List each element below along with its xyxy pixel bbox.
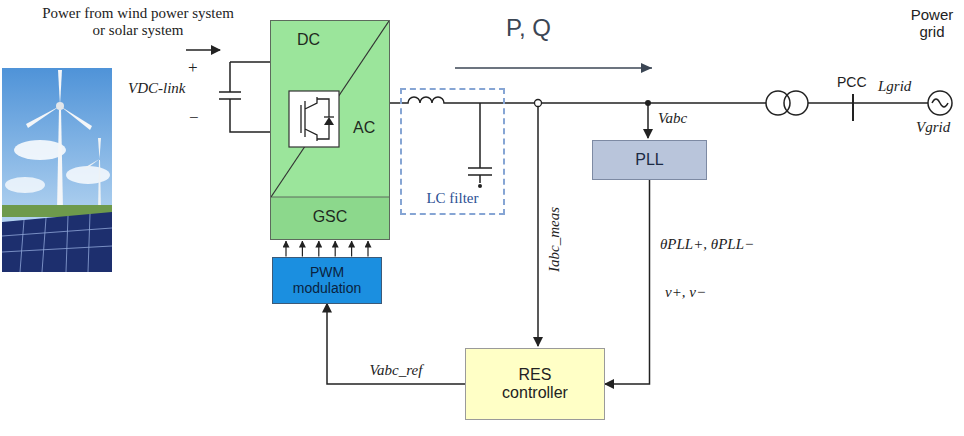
connector-line: [327, 304, 465, 385]
power-arrow: [186, 49, 220, 51]
renewable-photo: [2, 68, 112, 272]
signal-label: v+, v−: [665, 284, 706, 301]
connector-line: [351, 241, 352, 257]
polarity-sign: −: [189, 108, 199, 128]
polarity-sign: +: [188, 58, 198, 78]
measure-node: [535, 100, 542, 107]
transformer-symbol: [766, 91, 808, 115]
signal-label: Iabc_meas: [546, 207, 563, 272]
signal-label: Lgrid: [878, 78, 911, 95]
modulator-box: PWM modulation: [272, 257, 382, 304]
block-label: RES controller: [485, 366, 585, 403]
gsc-label: GSC: [313, 208, 348, 226]
connector-line: [318, 241, 319, 257]
pcc-tick: [852, 94, 854, 121]
block-label: PLL: [635, 151, 663, 169]
dc-link-capacitor: [219, 62, 270, 132]
block-label: PWM modulation: [281, 264, 373, 296]
signal-label: Vabc: [658, 110, 687, 127]
dc-label: DC: [297, 31, 320, 49]
ground-dot: [478, 184, 482, 188]
ac-bus-wire: [400, 97, 928, 183]
connector-line: [367, 241, 368, 257]
control-signal-arrows: [286, 241, 368, 257]
power-flow-label: P, Q: [506, 14, 551, 42]
grid-caption: Power grid: [902, 6, 962, 41]
connector-line: [285, 241, 286, 257]
ac-label: AC: [353, 119, 375, 137]
connector: [327, 304, 465, 385]
controller-box: RES controller: [465, 348, 605, 420]
connector-line: [605, 180, 650, 384]
connector: [390, 103, 400, 104]
signal-label: Vabc_ref: [368, 362, 425, 379]
node-name: PCC: [837, 74, 867, 90]
voltage-measure-line: [647, 103, 649, 138]
filter-box: LC filter: [400, 88, 505, 215]
signal-label: Vgrid: [916, 119, 950, 136]
connector: [605, 180, 650, 384]
converter-box: DC AC GSC: [270, 20, 390, 240]
signal-label: θPLL+, θPLL−: [660, 236, 754, 253]
pll-box: PLL: [592, 140, 707, 180]
filter-label: LC filter: [426, 190, 478, 207]
connector-line: [302, 241, 303, 257]
power-flow-arrow: [455, 67, 652, 69]
current-measure-line: [537, 107, 539, 346]
connector-line: [390, 102, 400, 104]
connector-line: [335, 241, 336, 257]
signal-label: VDC-link: [128, 80, 186, 97]
source-caption: Power from wind power system or solar sy…: [38, 5, 238, 40]
grid-source-symbol: [928, 91, 952, 115]
